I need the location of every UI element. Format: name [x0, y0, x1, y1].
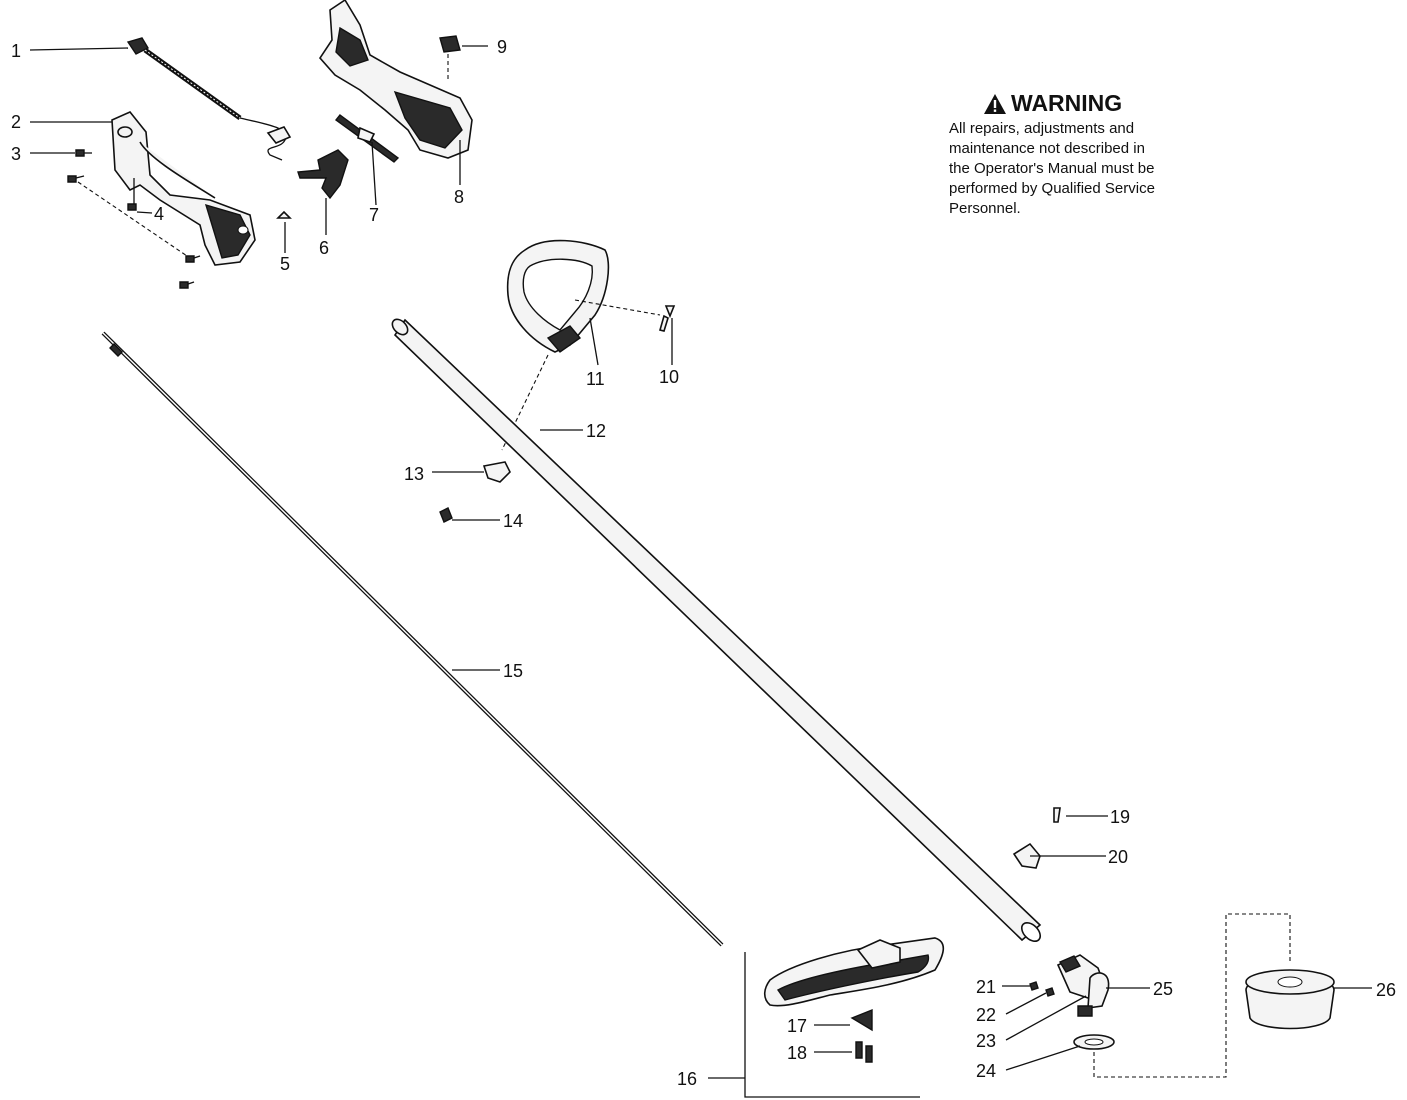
warning-line: All repairs, adjustments and — [949, 120, 1135, 137]
warning-triangle-icon — [984, 93, 1006, 114]
callout-8: 8 — [454, 187, 464, 207]
part-9-switch — [439, 35, 488, 82]
callout-9: 9 — [497, 37, 507, 57]
part-13-clamp — [432, 461, 511, 483]
callout-2: 2 — [11, 112, 21, 132]
part-4-screw — [127, 178, 153, 214]
part-18-screws — [814, 1041, 873, 1063]
warning-text: All repairs, adjustments and maintenance… — [949, 119, 1239, 219]
callout-23: 23 — [976, 1031, 996, 1051]
callout-18: 18 — [787, 1043, 807, 1063]
part-10-bolt — [659, 305, 676, 365]
warning-line: maintenance not described in — [949, 140, 1145, 157]
warning-line: the Operator's Manual must be — [949, 160, 1155, 177]
callout-14: 14 — [503, 511, 523, 531]
part-12-shaft-tube — [391, 318, 1042, 943]
part-19-screw — [1053, 807, 1108, 823]
part-1-throttle-cable — [29, 37, 292, 161]
callout-22: 22 — [976, 1005, 996, 1025]
callout-16: 16 — [677, 1069, 697, 1089]
callout-13: 13 — [404, 464, 424, 484]
callout-4: 4 — [154, 204, 164, 224]
callout-17: 17 — [787, 1016, 807, 1036]
callout-1: 1 — [11, 41, 21, 61]
part-26-trimmer-head — [1245, 969, 1372, 1030]
part-3-screws — [30, 149, 201, 289]
callout-25: 25 — [1153, 979, 1173, 999]
part-15-drive-shaft — [101, 331, 724, 947]
part-20-clamp — [1012, 842, 1106, 869]
warning-heading: WARNING — [983, 90, 1239, 117]
callout-20: 20 — [1108, 847, 1128, 867]
warning-notice: WARNING All repairs, adjustments and mai… — [949, 90, 1239, 219]
part-14-thumb-screw — [439, 507, 500, 523]
callout-21: 21 — [976, 977, 996, 997]
callout-7: 7 — [369, 205, 379, 225]
callout-26: 26 — [1376, 980, 1396, 1000]
part-8-handle-housing — [318, 0, 473, 185]
callout-19: 19 — [1110, 807, 1130, 827]
warning-line: Personnel. — [949, 200, 1021, 217]
part-22-screw — [1005, 987, 1055, 1015]
warning-title: WARNING — [1011, 90, 1123, 116]
part-11-loop-handle — [501, 239, 661, 451]
callout-labels: 1 2 3 4 5 6 7 8 9 10 11 12 13 14 15 16 1… — [11, 37, 1396, 1089]
warning-line: performed by Qualified Service — [949, 180, 1155, 197]
part-25-gearhead — [1056, 954, 1150, 1017]
part-23-bearing — [1005, 995, 1087, 1041]
callout-6: 6 — [319, 238, 329, 258]
part-6-throttle-trigger — [297, 149, 349, 235]
callout-24: 24 — [976, 1061, 996, 1081]
callout-11: 11 — [586, 369, 605, 389]
callout-5: 5 — [280, 254, 290, 274]
part-7-lockout — [334, 114, 400, 206]
callout-10: 10 — [659, 367, 679, 387]
callout-15: 15 — [503, 661, 523, 681]
part-2-tube-housing — [30, 111, 256, 266]
part-16-deflector-assembly — [708, 937, 945, 1098]
callout-12: 12 — [586, 421, 606, 441]
part-21-screw — [1002, 981, 1039, 991]
part-5-clip — [276, 210, 292, 253]
part-24-washer — [1005, 913, 1291, 1078]
part-17-cutter-blade — [814, 1008, 873, 1032]
callout-3: 3 — [11, 144, 21, 164]
